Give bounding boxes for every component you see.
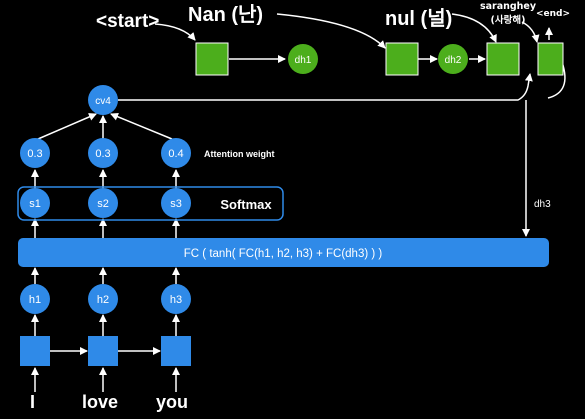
weight-value: 0.4 <box>168 148 183 160</box>
arrow-nul-box3 <box>451 13 497 43</box>
start-token-label: <start> <box>96 11 160 32</box>
decoder-cell <box>537 42 564 76</box>
decoder-word-3-korean: (사랑해) <box>490 15 526 26</box>
input-word: love <box>82 392 119 412</box>
weight-value: 0.3 <box>27 148 42 160</box>
encoder-rnn-cell <box>88 336 118 366</box>
encoder-arrows <box>31 112 180 392</box>
hidden-label: h3 <box>170 294 182 306</box>
decoder-hidden-label: dh2 <box>445 55 462 66</box>
score-node <box>161 188 191 218</box>
encoder-rnn-cell <box>161 336 191 366</box>
softmax-label: Softmax <box>220 197 272 212</box>
fc-bar <box>18 238 549 267</box>
context-vector-node <box>88 85 118 115</box>
decoder-cell <box>486 42 520 76</box>
score-label: s2 <box>97 198 109 210</box>
arrow-w1-cv4 <box>37 113 97 140</box>
hidden-state-node <box>161 284 191 314</box>
context-vector-label: cv4 <box>95 96 111 107</box>
arrow-w3-cv4 <box>110 112 173 140</box>
decoder-word-2: nul (널) <box>385 8 453 30</box>
arrow-cv4-decoder <box>118 73 533 101</box>
score-node <box>88 188 118 218</box>
hidden-state-node <box>88 284 118 314</box>
hidden-label: h2 <box>97 294 109 306</box>
decoder-word-1: Nan (난) <box>188 4 264 26</box>
score-label: s3 <box>170 198 182 210</box>
weight-node <box>161 138 191 168</box>
weight-value: 0.3 <box>95 148 110 160</box>
weight-node <box>20 138 50 168</box>
fc-formula: FC ( tanh( FC(h1, h2, h3) + FC(dh3) ) ) <box>184 248 383 260</box>
decoder-hidden-node <box>288 44 318 74</box>
decoder-cell <box>195 42 229 76</box>
hidden-label: h1 <box>29 294 41 306</box>
arrow-start-box1 <box>154 23 196 41</box>
softmax-group <box>17 186 284 221</box>
input-word: you <box>156 392 189 412</box>
end-token-label: <end> <box>536 9 571 19</box>
weight-node <box>88 138 118 168</box>
dh3-label: dh3 <box>534 199 551 210</box>
score-node <box>20 188 50 218</box>
encoder-rnn-cell <box>20 336 50 366</box>
arrow-nan-box2 <box>276 13 386 49</box>
decoder-cell <box>385 42 419 76</box>
decoder-word-3-romanized: saranghey <box>479 1 537 12</box>
attention-weight-label: Attention weight <box>204 149 275 159</box>
decoder-hidden-label: dh1 <box>295 55 312 66</box>
score-label: s1 <box>29 198 41 210</box>
input-word: I <box>30 392 36 412</box>
hidden-state-node <box>20 284 50 314</box>
decoder-word-3: saranghey (사랑해) <box>478 1 538 26</box>
decoder-hidden-node <box>438 44 468 74</box>
arrow-saranghey-box4 <box>521 21 540 43</box>
